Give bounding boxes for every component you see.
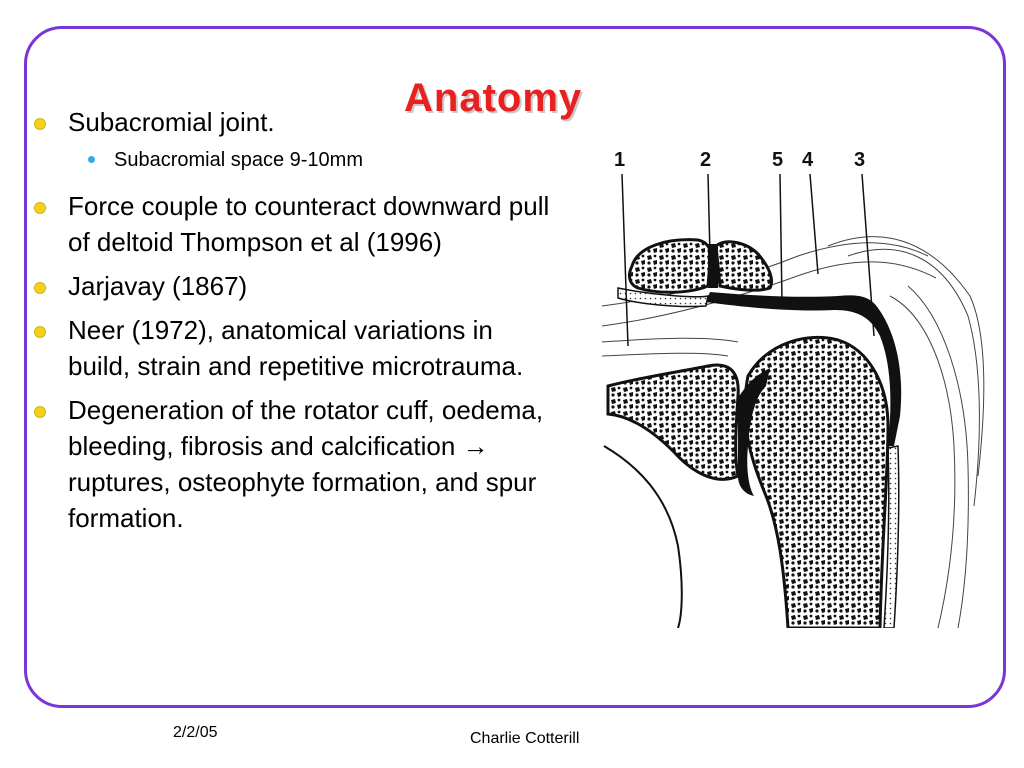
sub-bullet-text: Subacromial space 9-10mm: [114, 149, 363, 171]
bullet-item: Degeneration of the rotator cuff, oedema…: [32, 392, 552, 536]
slide-title: Anatomy: [404, 76, 583, 120]
bullet-text: Jarjavay (1867): [68, 271, 248, 301]
bullet-text: Force couple to counteract downward pull…: [68, 191, 550, 257]
bullet-item: Jarjavay (1867): [32, 268, 552, 304]
slide-frame: [24, 26, 1006, 708]
bullet-text: Subacromial joint.: [68, 107, 275, 137]
footer-date: 2/2/05: [173, 724, 218, 741]
diagram-label: 3: [854, 149, 865, 171]
bullet-item: Force couple to counteract downward pull…: [32, 188, 552, 260]
glenoid-bone: [606, 363, 740, 481]
acromion-bone: [628, 238, 773, 294]
cartilage-layer: [617, 287, 709, 308]
bullet-text: Degeneration of the rotator cuff, oedema…: [68, 395, 544, 533]
label-leaders: [621, 173, 875, 347]
sub-bullet-item: Subacromial space 9-10mm: [32, 146, 552, 174]
sub-bullet-dot-icon: [88, 156, 95, 163]
bullet-dot-icon: [34, 326, 46, 338]
bullet-dot-icon: [34, 406, 46, 418]
bullet-dot-icon: [34, 118, 46, 130]
bullet-text: Neer (1972), anatomical variations in bu…: [68, 315, 524, 381]
diagram-label: 2: [700, 149, 711, 171]
shoulder-anatomy-diagram: 1 2 5 4 3: [601, 149, 985, 628]
footer-author: Charlie Cotterill: [470, 730, 580, 747]
bullet-item: Subacromial joint.: [32, 104, 552, 140]
humeral-head-bone: [743, 335, 890, 628]
bullet-list: Subacromial joint. Subacromial space 9-1…: [32, 104, 552, 544]
bullet-dot-icon: [34, 282, 46, 294]
diagram-label: 4: [802, 149, 814, 171]
diagram-label: 1: [614, 149, 625, 171]
bullet-item: Neer (1972), anatomical variations in bu…: [32, 312, 552, 384]
bullet-dot-icon: [34, 202, 46, 214]
diagram-label: 5: [772, 149, 783, 171]
